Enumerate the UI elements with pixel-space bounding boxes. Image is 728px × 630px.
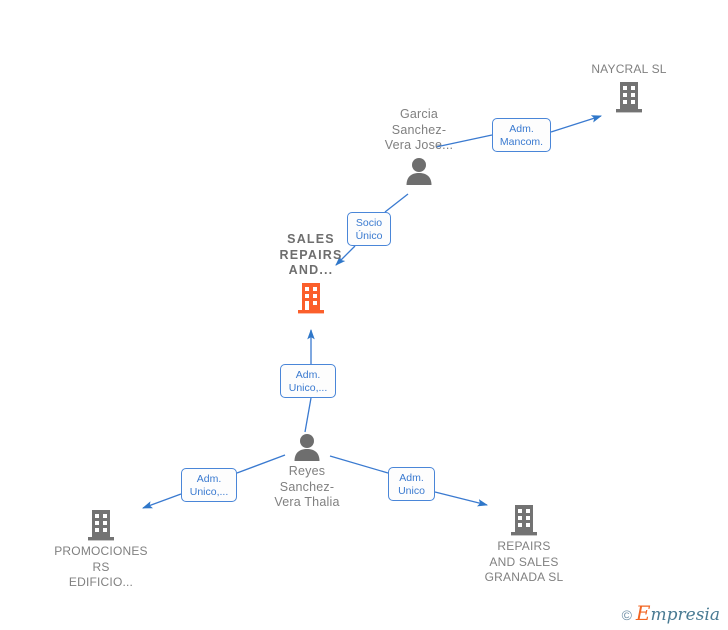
copyright-icon: © [621,606,632,623]
node-label-sales-repairs: SALES REPAIRS AND... [279,232,343,277]
relation-tag-socio-unico[interactable]: Socio Único [347,212,391,246]
relation-tag-adm-unico-sales[interactable]: Adm. Unico,... [280,364,336,398]
node-label-repairs-granada: REPAIRS AND SALES GRANADA SL [484,539,564,584]
node-label-reyes: Reyes Sanchez- Vera Thalia [274,464,340,509]
empresia-watermark: © Empresia [621,603,721,625]
node-company-repairs-granada[interactable]: REPAIRS AND SALES GRANADA SL [454,503,594,586]
node-person-reyes[interactable]: Reyes Sanchez- Vera Thalia [237,432,377,511]
person-icon [237,432,377,462]
edge-promo-tag-to-promociones [142,493,182,509]
brand-initial: E [635,601,651,625]
brand-wordmark: Empresia [636,603,721,625]
building-icon [31,508,171,542]
edge-reyes-to-admunico-tag [304,397,312,433]
node-company-sales-repairs-focus[interactable]: SALES REPAIRS AND... [241,232,381,315]
relation-tag-adm-unico-granada[interactable]: Adm. Unico [388,467,435,501]
node-company-naycral[interactable]: NAYCRAL SL [559,62,699,114]
node-person-garcia[interactable]: Garcia Sanchez- Vera Jose... [349,107,489,186]
building-icon [454,503,594,537]
node-company-promociones[interactable]: PROMOCIONES RS EDIFICIO... [31,508,171,591]
relation-tag-adm-unico-promociones[interactable]: Adm. Unico,... [181,468,237,502]
building-icon [559,80,699,114]
relation-tag-adm-mancom[interactable]: Adm. Mancom. [492,118,551,152]
edge-garcia-to-socio-tag [384,193,409,213]
node-label-garcia: Garcia Sanchez- Vera Jose... [384,107,454,152]
brand-remainder: mpresia [650,605,721,625]
node-label-naycral: NAYCRAL SL [591,62,667,76]
person-icon [349,156,489,186]
edge-mancom-tag-to-naycral [550,115,602,133]
node-label-promociones: PROMOCIONES RS EDIFICIO... [54,544,148,589]
building-icon [241,281,381,315]
